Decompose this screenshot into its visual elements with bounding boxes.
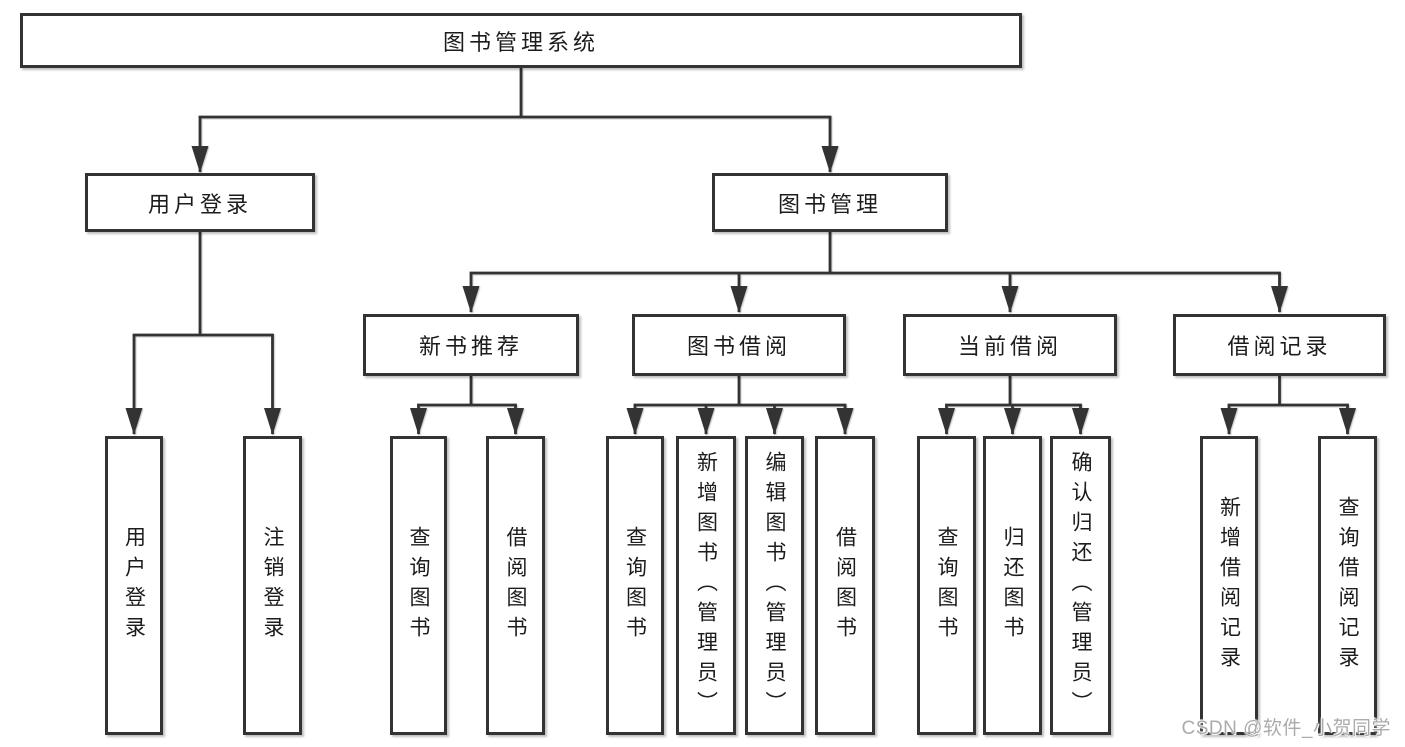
- node-book-borrowing: 图书借阅: [632, 314, 846, 376]
- leaf-query-borrow-record: 查询借阅记录: [1318, 436, 1377, 735]
- leaf-query-books-current: 查询图书: [917, 436, 976, 735]
- leaf-confirm-return-admin-label: 确认归还（管理员）: [1069, 450, 1092, 721]
- leaf-query-books-borrowing: 查询图书: [606, 436, 664, 735]
- node-new-book-recommendation: 新书推荐: [363, 314, 579, 376]
- leaf-user-login-label: 用户登录: [122, 525, 146, 646]
- leaf-edit-book-admin-label: 编辑图书（管理员）: [763, 450, 786, 721]
- leaf-query-books-borrowing-label: 查询图书: [623, 525, 647, 646]
- node-borrowing-records: 借阅记录: [1173, 314, 1386, 376]
- leaf-return-book-label: 归还图书: [1001, 525, 1024, 646]
- leaf-query-books-recommend-label: 查询图书: [407, 525, 430, 646]
- node-current-borrowing: 当前借阅: [903, 314, 1117, 376]
- leaf-confirm-return-admin: 确认归还（管理员）: [1050, 436, 1111, 735]
- leaf-return-book: 归还图书: [983, 436, 1042, 735]
- leaf-borrow-books-recommend: 借阅图书: [486, 436, 545, 735]
- node-root: 图书管理系统: [20, 13, 1022, 68]
- leaf-borrow-books-recommend-label: 借阅图书: [504, 525, 527, 646]
- leaf-logout: 注销登录: [243, 436, 302, 735]
- node-user-login: 用户登录: [85, 173, 315, 232]
- leaf-add-book-admin-label: 新增图书（管理员）: [694, 450, 718, 721]
- leaf-user-login: 用户登录: [105, 436, 163, 735]
- node-book-management: 图书管理: [712, 173, 948, 232]
- leaf-logout-label: 注销登录: [261, 525, 284, 646]
- leaf-add-borrow-record: 新增借阅记录: [1200, 436, 1258, 735]
- watermark: CSDN @软件_小贺同学: [1181, 718, 1391, 739]
- leaf-query-books-recommend: 查询图书: [390, 436, 447, 735]
- leaf-add-borrow-record-label: 新增借阅记录: [1217, 495, 1241, 676]
- leaf-borrow-books-label: 借阅图书: [833, 525, 857, 646]
- leaf-edit-book-admin: 编辑图书（管理员）: [745, 436, 804, 735]
- leaf-add-book-admin: 新增图书（管理员）: [676, 436, 736, 735]
- leaf-query-books-current-label: 查询图书: [935, 525, 958, 646]
- leaf-query-borrow-record-label: 查询借阅记录: [1336, 495, 1359, 676]
- leaf-borrow-books: 借阅图书: [815, 436, 875, 735]
